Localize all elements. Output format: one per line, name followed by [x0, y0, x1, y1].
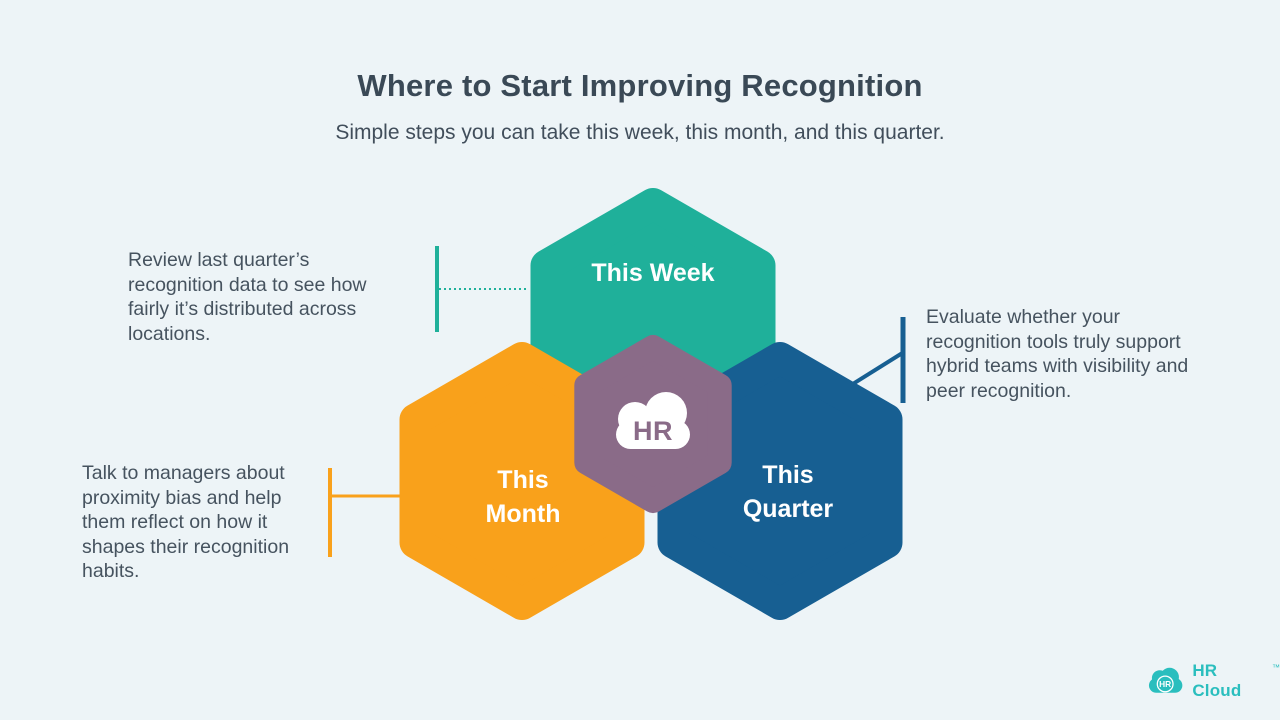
hr-cloud-logo: HR HR Cloud ™ [1146, 661, 1280, 701]
hexagon-label-this-month: This Month [485, 466, 561, 528]
footer-icon-hr-text: HR [1159, 679, 1171, 689]
hexagon-label-this-quarter: This Quarter [742, 461, 834, 523]
page-title: Where to Start Improving Recognition [357, 68, 923, 103]
connector-month [328, 468, 404, 557]
annotation-this-month: Talk to managers about proximity bias an… [82, 462, 290, 582]
annotation-this-quarter: Evaluate whether your recognition tools … [926, 306, 1189, 402]
hub-hr-label: HR [633, 416, 673, 446]
hexagon-label-this-week: This Week [591, 259, 715, 287]
page-subtitle: Simple steps you can take this week, thi… [335, 121, 945, 144]
connector-week [435, 246, 529, 332]
brand-name: HR Cloud [1192, 661, 1242, 700]
hr-cloud-icon [616, 392, 690, 449]
hr-cloud-footer-icon: HR [1148, 667, 1183, 693]
annotation-this-week: Review last quarter’s recognition data t… [128, 249, 367, 345]
trademark-mark: ™ [1272, 663, 1280, 672]
